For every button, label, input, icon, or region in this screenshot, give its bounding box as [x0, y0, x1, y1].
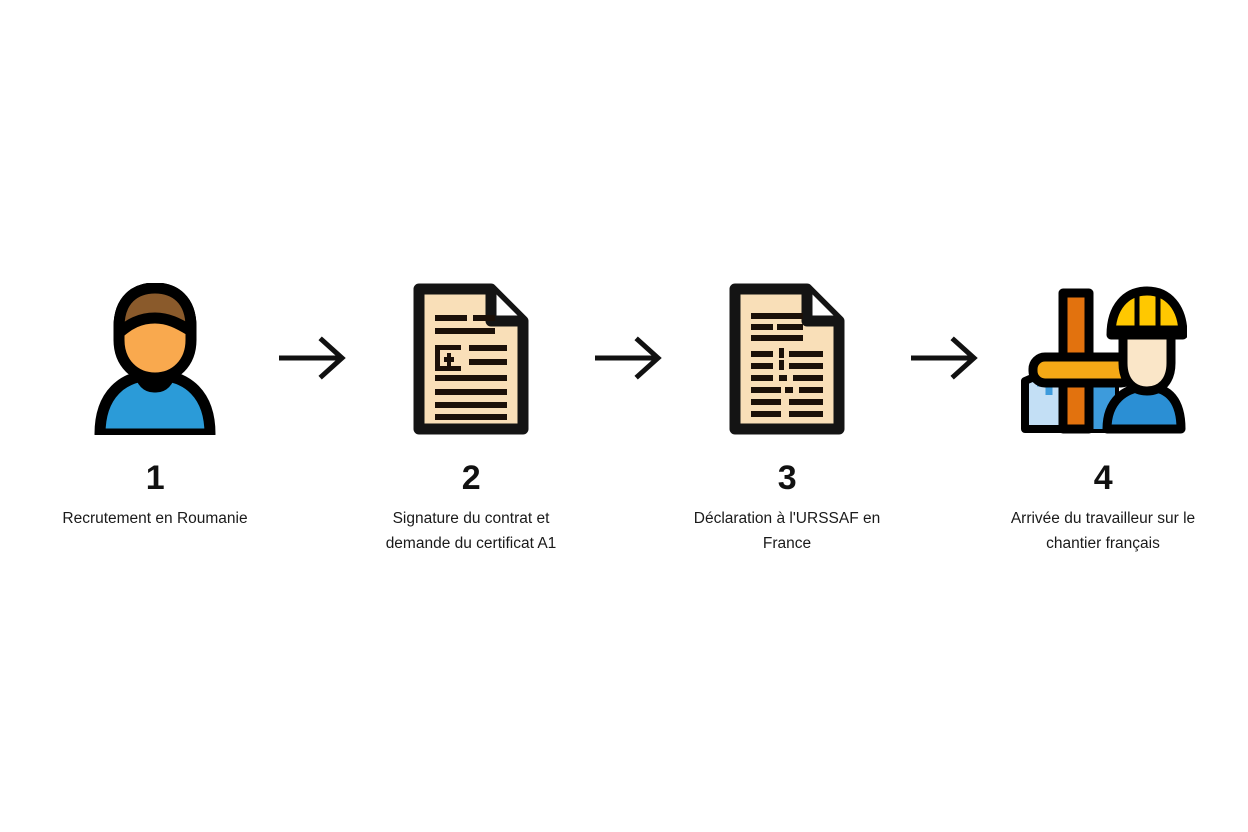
flow-steps-row: 1 Recrutement en Roumanie [40, 280, 1220, 557]
step-3: 3 Déclaration à l'URSSAF en France [672, 280, 902, 557]
arrow-1-to-2 [270, 280, 356, 435]
step-label: Signature du contrat et demande du certi… [385, 510, 557, 552]
arrow-3-to-4 [902, 280, 988, 435]
step-4: 4 Arrivée du travailleur sur le chantier… [988, 280, 1218, 557]
document-lines-icon [702, 280, 872, 435]
step-number: 3 [777, 459, 797, 497]
step-number: 4 [1093, 459, 1113, 497]
step-number: 1 [145, 459, 165, 497]
step-number: 2 [461, 459, 481, 497]
step-label: Arrivée du travailleur sur le chantier f… [1010, 510, 1196, 552]
document-icon [386, 280, 556, 435]
step-label: Déclaration à l'URSSAF en France [693, 510, 881, 552]
step-label: Recrutement en Roumanie [62, 510, 248, 527]
person-icon [70, 280, 240, 435]
step-2: 2 Signature du contrat et demande du cer… [356, 280, 586, 557]
construction-worker-icon [1018, 280, 1188, 435]
arrow-2-to-3 [586, 280, 672, 435]
step-1: 1 Recrutement en Roumanie [40, 280, 270, 532]
